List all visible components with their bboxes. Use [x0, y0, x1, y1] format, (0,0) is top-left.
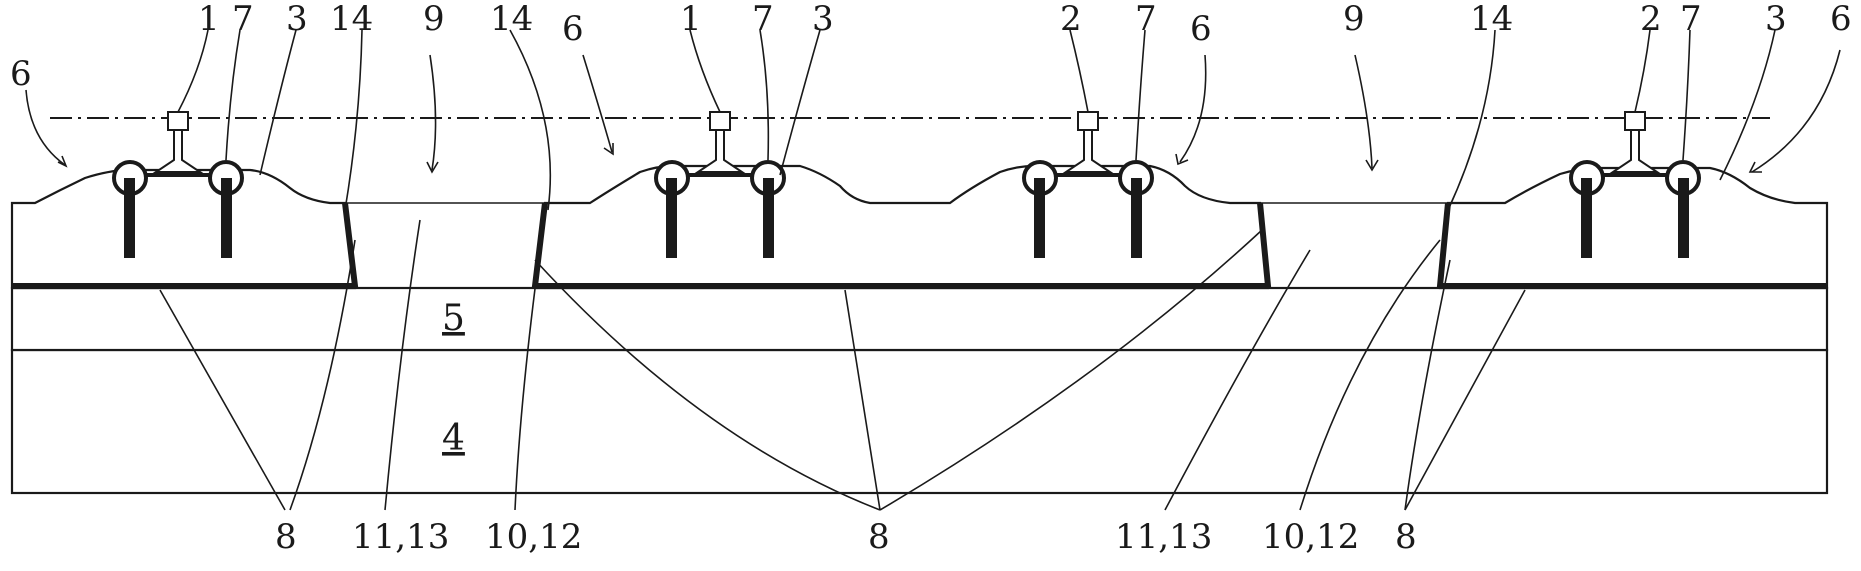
label-5-protective-layer: 5 [442, 298, 465, 339]
label-4-subgrade: 4 [442, 418, 465, 459]
label-3-middle: 3 [812, 0, 834, 39]
label-10-12-right: 10,12 [1262, 517, 1359, 557]
slab-block-left [12, 170, 355, 288]
label-7-left: 7 [232, 0, 254, 39]
label-7-right: 7 [1680, 0, 1702, 39]
label-14-right: 14 [1470, 0, 1513, 39]
label-11-13-right: 11,13 [1115, 517, 1212, 557]
label-6-middle-left: 6 [562, 9, 584, 49]
label-8-middle: 8 [868, 517, 890, 557]
label-3-right: 3 [1765, 0, 1787, 39]
label-8-right: 8 [1395, 517, 1417, 557]
label-9-right: 9 [1343, 0, 1365, 39]
label-1-left: 1 [198, 0, 220, 39]
label-14-left: 14 [330, 0, 373, 39]
protective-layer-5 [12, 288, 1827, 350]
slab-block-middle [535, 166, 1268, 288]
label-6-middle-right: 6 [1190, 9, 1212, 49]
label-10-12-left: 10,12 [485, 517, 582, 557]
label-7-middle-left: 7 [752, 0, 774, 39]
label-3-left: 3 [286, 0, 308, 39]
label-1-middle: 1 [680, 0, 702, 39]
label-6-right: 6 [1830, 0, 1852, 39]
label-2-middle: 2 [1060, 0, 1082, 39]
subgrade-layer-4 [12, 350, 1827, 493]
label-6-left: 6 [10, 54, 32, 94]
arrows [26, 50, 1840, 172]
label-7-middle-right: 7 [1135, 0, 1157, 39]
label-9-left: 9 [423, 0, 445, 39]
slab-block-right [1440, 168, 1827, 288]
label-2-right: 2 [1640, 0, 1662, 39]
label-8-left: 8 [275, 517, 297, 557]
label-11-13-left: 11,13 [352, 517, 449, 557]
label-14-middle: 14 [490, 0, 533, 39]
